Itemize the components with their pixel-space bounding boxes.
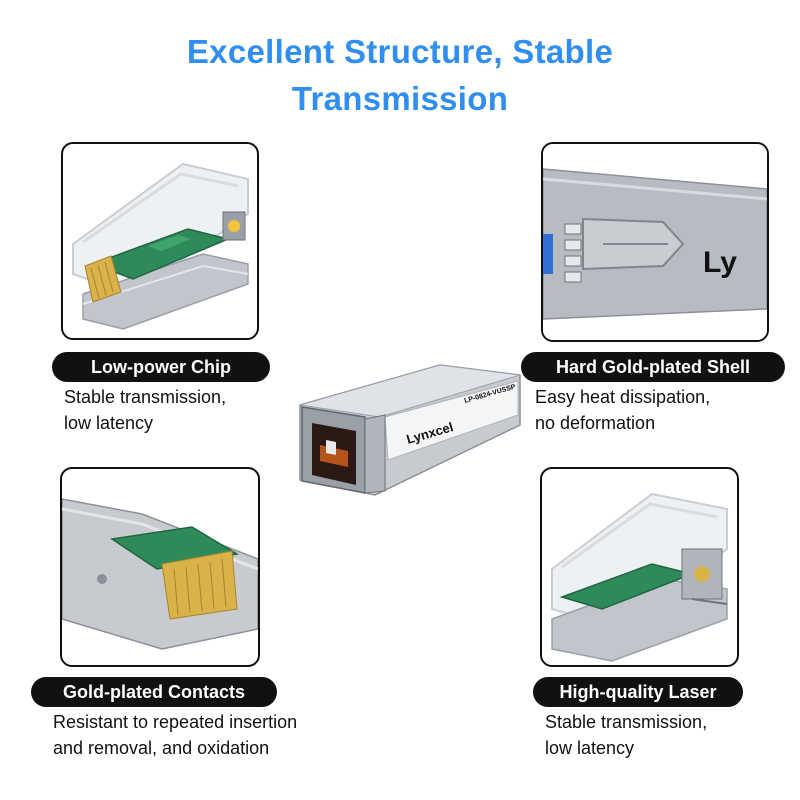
- contacts-image-frame: [60, 467, 260, 667]
- chip-image-frame: [61, 142, 259, 340]
- sfp-module-image: Lynxcel LP-0824-VUSSP: [290, 345, 530, 520]
- feature-desc-hard-gold-plated-shell: Easy heat dissipation, no deformation: [535, 384, 710, 436]
- feature-label-hard-gold-plated-shell: Hard Gold-plated Shell: [521, 352, 785, 382]
- feature-desc-line: Stable transmission,: [545, 712, 708, 732]
- title-line-1: Excellent Structure, Stable: [186, 33, 614, 70]
- feature-desc-line: low latency: [64, 413, 154, 433]
- feature-desc-line: no deformation: [535, 413, 656, 433]
- feature-desc-gold-plated-contacts: Resistant to repeated insertion and remo…: [53, 709, 297, 761]
- laser-image: [551, 492, 728, 662]
- feature-label-gold-plated-contacts: Gold-plated Contacts: [31, 677, 277, 707]
- feature-desc-line: Easy heat dissipation,: [535, 387, 711, 407]
- feature-desc-line: low latency: [545, 738, 635, 758]
- laser-image-frame: [540, 467, 739, 667]
- feature-label-low-power-chip: Low-power Chip: [52, 352, 270, 382]
- contacts-image: [62, 498, 258, 650]
- shell-brand-fragment: Ly: [703, 246, 737, 279]
- feature-desc-line: Resistant to repeated insertion: [53, 712, 298, 732]
- feature-desc-high-quality-laser: Stable transmission, low latency: [545, 709, 707, 761]
- feature-desc-line: and removal, and oxidation: [53, 738, 270, 758]
- title-line-2: Transmission: [291, 80, 509, 117]
- chip-module-image: [72, 162, 249, 330]
- shell-image-frame: Ly: [541, 142, 769, 342]
- feature-label-high-quality-laser: High-quality Laser: [533, 677, 743, 707]
- page-title: Excellent Structure, Stable Transmission: [0, 28, 800, 122]
- feature-desc-line: Stable transmission,: [64, 387, 227, 407]
- shell-image: Ly: [543, 144, 767, 340]
- feature-desc-low-power-chip: Stable transmission, low latency: [64, 384, 226, 436]
